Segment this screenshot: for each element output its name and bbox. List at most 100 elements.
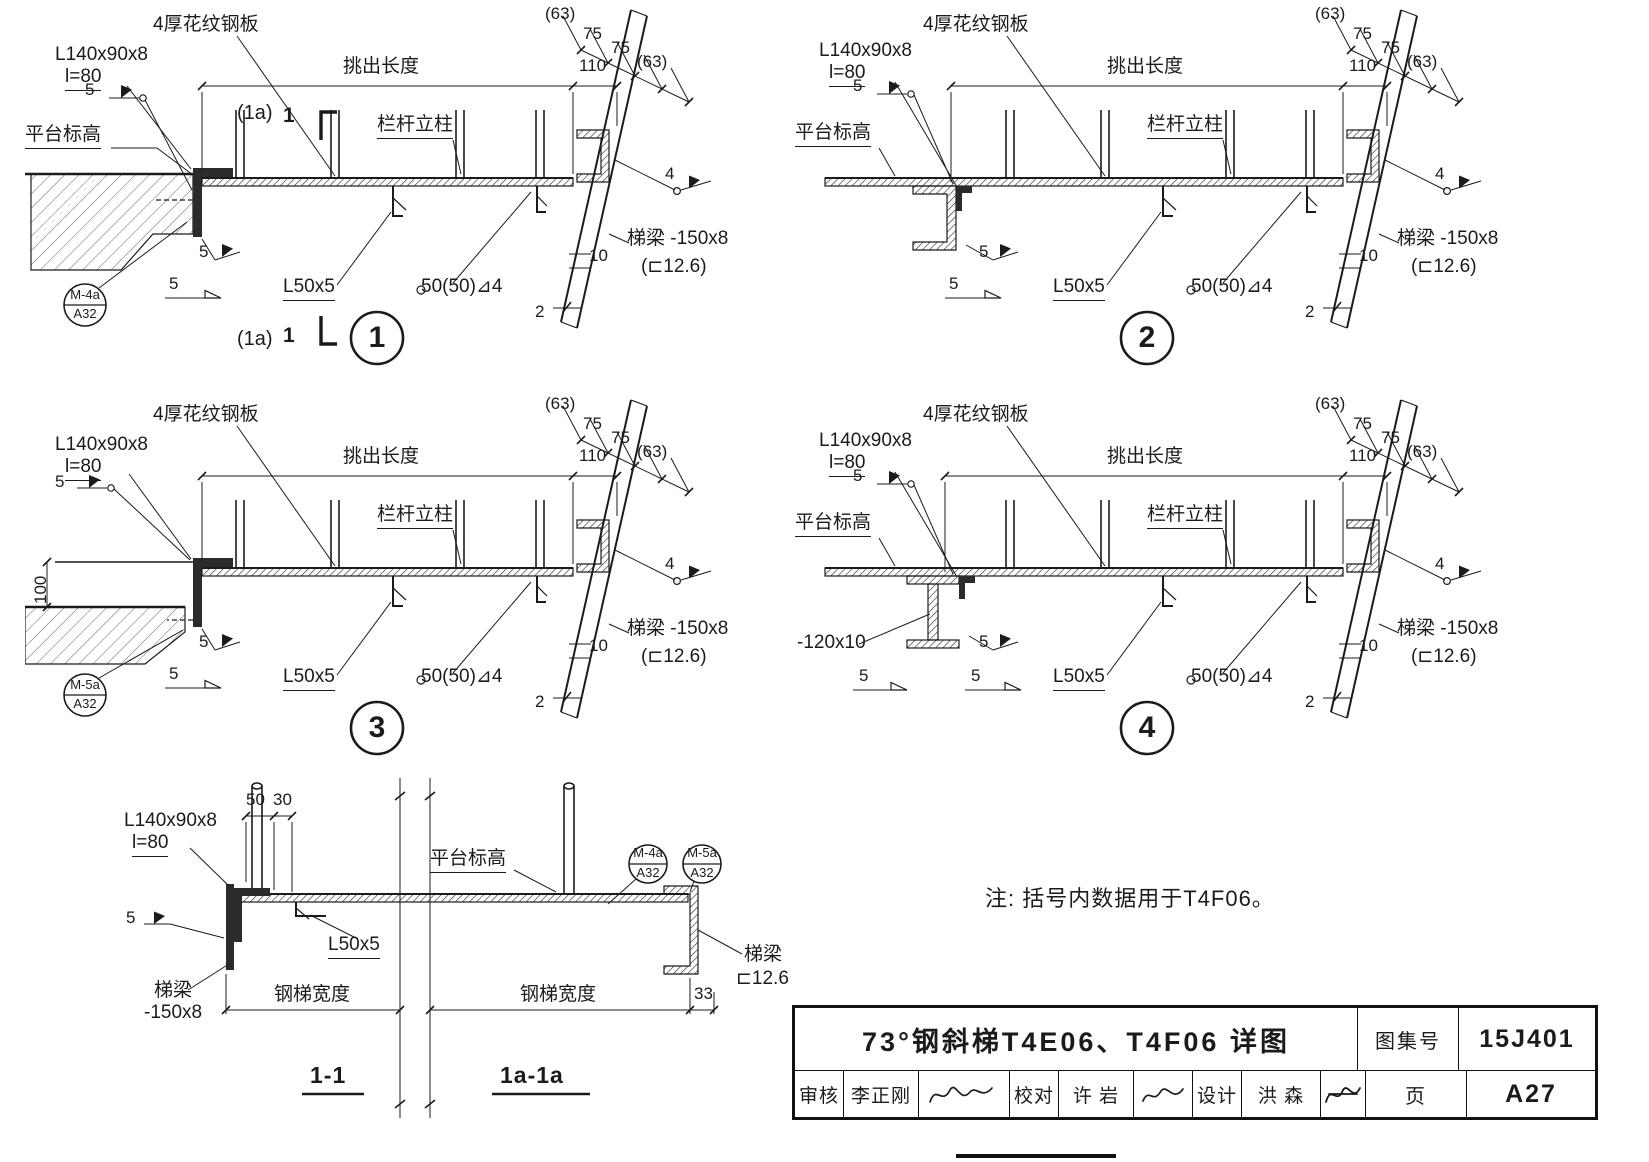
dimension-lines (940, 405, 1464, 703)
weld-symbols (154, 911, 165, 924)
sheet-title: 73°钢斜梯T4E06、T4F06 详图 (862, 1026, 1290, 1057)
dim-100-line (42, 557, 52, 612)
stiffeners (1162, 186, 1318, 217)
checker-signature (1133, 1071, 1192, 1117)
section-mark-top: (1a) (237, 102, 273, 124)
section-mark-bottom: (1a) (237, 328, 273, 350)
stiffener-label: L50x5 (1053, 666, 1105, 691)
platform-level-label: 平台标高 (795, 122, 872, 147)
leader-lines (877, 35, 1482, 299)
stiffener-label: L50x5 (328, 934, 380, 959)
section-cut-marks (319, 110, 337, 346)
weld-size-5-mid: 5 (199, 242, 209, 261)
detail-4-panel: 4厚花纹钢板 L140x90x8 l=80 5 平台标高 -120x10 挑出长… (795, 392, 1550, 767)
dim-63-b: (63) (637, 442, 668, 461)
dim-63-a: (63) (545, 394, 576, 413)
stiffener-label: L50x5 (1053, 276, 1105, 301)
railing-post-label: 栏杆立柱 (377, 504, 454, 529)
dimension-lines (946, 15, 1464, 313)
detail-number-circle (349, 700, 405, 756)
weld-size-4: 4 (665, 164, 675, 183)
railing-post-label: 栏杆立柱 (1147, 114, 1224, 139)
designer-signature (1320, 1071, 1365, 1117)
angle-size-label: L140x90x8 (819, 430, 912, 451)
detail-number-circle (1119, 310, 1175, 366)
angle-size-label: L140x90x8 (55, 434, 148, 455)
dim-63-b: (63) (1407, 442, 1438, 461)
dim-2: 2 (535, 302, 545, 321)
stringer-channel-label: (⊏12.6) (1411, 256, 1477, 277)
stringer-label: 梯梁 -150x8 (627, 228, 729, 249)
detail-2-panel: 4厚花纹钢板 L140x90x8 l=80 5 平台标高 挑出长度 110 (6… (795, 2, 1550, 377)
anchor-mark-1-page: A32 (636, 865, 660, 880)
weld-size-5-bottom: 5 (971, 666, 981, 685)
stringer-channel-label: (⊏12.6) (1411, 646, 1477, 667)
plate-thickness-label: 4厚花纹钢板 (153, 14, 259, 35)
detail-1-drawing (25, 9, 712, 366)
angle-size-label: L140x90x8 (124, 810, 217, 831)
atlas-number: 15J401 (1458, 1008, 1595, 1070)
weld-size-5-bottom: 5 (169, 664, 179, 683)
cantilever-length-label: 挑出长度 (1107, 56, 1184, 77)
stiffener-angle (295, 902, 326, 920)
channel-section (1346, 129, 1380, 183)
break-lines (394, 778, 436, 1118)
railing-posts (235, 110, 545, 178)
stiffeners (1162, 576, 1318, 607)
page-label: 页 (1365, 1071, 1466, 1117)
sheet-note: 注: 括号内数据用于T4F06。 (985, 886, 1275, 911)
stringer-label: 梯梁 -150x8 (627, 618, 729, 639)
dim-10: 10 (1359, 636, 1378, 655)
dim-63-a: (63) (1315, 4, 1346, 23)
atlas-number-label: 图集号 (1357, 1008, 1458, 1070)
leader-lines (144, 847, 743, 991)
sections-drawing (144, 778, 743, 1118)
stair-width-label-left: 钢梯宽度 (274, 984, 351, 1005)
sections-panel: L140x90x8 l=80 50 30 平台标高 5 梯梁 -150x8 钢梯… (112, 778, 812, 1162)
detail-3-panel: 4厚花纹钢板 L140x90x8 l=80 5 100 挑出长度 110 (63… (25, 392, 780, 767)
dim-10: 10 (589, 636, 608, 655)
dim-75-b: 75 (1381, 38, 1400, 57)
railing-posts (251, 782, 575, 894)
title-block-row-1: 73°钢斜梯T4E06、T4F06 详图 图集号 15J401 (795, 1008, 1595, 1070)
section-number-top: 1 (283, 104, 295, 127)
weld-size-5: 5 (853, 466, 863, 485)
angle-length-label: l=80 (65, 456, 102, 481)
leader-lines (853, 425, 1482, 691)
anchor-mark-2-page: A32 (690, 865, 714, 880)
support-channel-column (912, 185, 972, 251)
reviewer-name: 李正刚 (843, 1071, 918, 1117)
detail-number: 1 (368, 321, 386, 354)
dim-10: 10 (589, 246, 608, 265)
section-title-1a-1a: 1a-1a (500, 1062, 564, 1088)
detail-number: 3 (368, 711, 386, 744)
dim-110: 110 (1349, 446, 1377, 465)
signature-icon (1142, 1088, 1184, 1102)
stair-stringer (1330, 9, 1418, 329)
weld-size-5: 5 (55, 472, 65, 491)
stair-stringer (560, 9, 648, 329)
detail-2-drawing (824, 9, 1482, 366)
angle-length-label: l=80 (132, 832, 169, 857)
anchor-mark-code: M-5a (70, 677, 100, 692)
edge-angle (193, 558, 233, 627)
cantilever-length-label: 挑出长度 (343, 446, 420, 467)
weld-size-4: 4 (1435, 164, 1445, 183)
checker-label: 校对 (1009, 1071, 1058, 1117)
reviewer-label: 审核 (798, 1085, 839, 1107)
weld-size-4: 4 (665, 554, 675, 573)
stair-stringer (560, 399, 648, 719)
channel-section (576, 129, 610, 183)
weld-seam-label: 50(50)⊿4 (421, 276, 503, 297)
weld-size-5: 5 (126, 908, 136, 927)
detail-3-drawing (25, 399, 712, 756)
edge-angle (234, 888, 270, 942)
angle-length-label: l=80 (65, 66, 102, 91)
dim-100: 100 (31, 575, 50, 604)
dim-110: 110 (579, 446, 607, 465)
dim-33: 33 (694, 984, 713, 1003)
weld-size-5: 5 (85, 80, 95, 99)
channel-section (1346, 519, 1380, 573)
dim-75-b: 75 (1381, 428, 1400, 447)
